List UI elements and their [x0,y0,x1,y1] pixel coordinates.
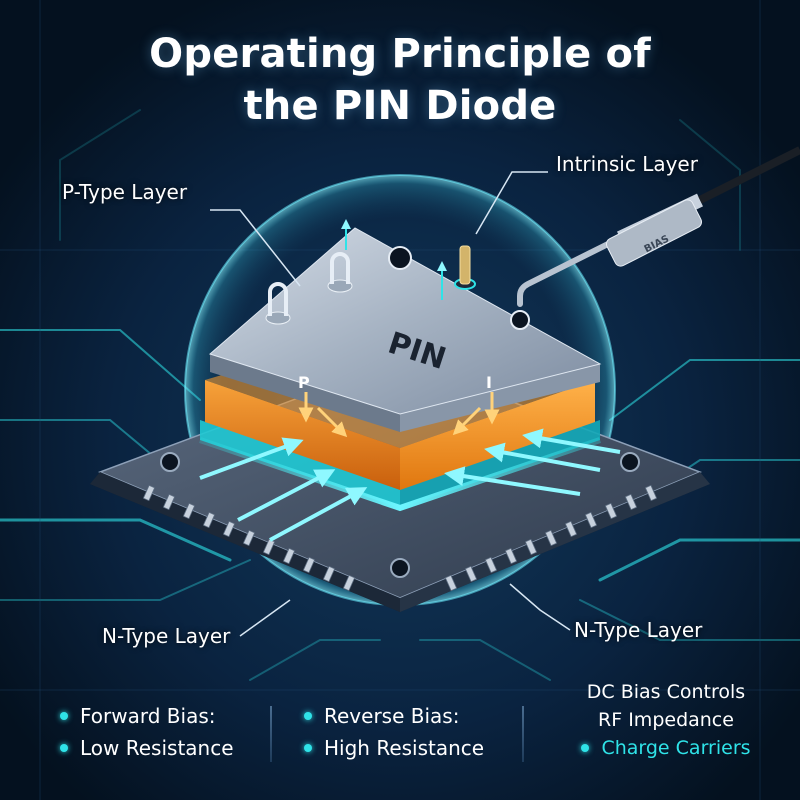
bullet-dot [304,744,312,752]
n-type-label-right: N-Type Layer [574,618,702,642]
mount-hole [389,247,411,269]
bullet-divider [522,706,524,762]
page-title: Operating Principle of the PIN Diode [0,28,800,132]
bullet-text: Forward Bias: [80,700,215,732]
title-line-1: Operating Principle of [0,28,800,80]
bullet-dot [581,744,589,752]
bullet-dot [304,712,312,720]
bullet-column-dc-bias: DC Bias Controls RF Impedance Charge Car… [548,678,784,762]
bullet-text: Charge Carriers [601,734,750,762]
layer-p-marking: P [298,373,310,392]
layer-i-marking: I [486,373,492,392]
bullet-text: Reverse Bias: [324,700,459,732]
p-type-label: P-Type Layer [62,180,187,204]
intrinsic-label: Intrinsic Layer [556,152,698,176]
bullet-dot [60,712,68,720]
mount-hole [391,559,409,577]
bullet-divider [270,706,272,762]
bullet-text: RF Impedance [548,706,784,734]
bullet-column-forward-bias: Forward Bias: Low Resistance [60,700,234,764]
bullet-text: DC Bias Controls [548,678,784,706]
title-line-2: the PIN Diode [0,80,800,132]
bullet-text: High Resistance [324,732,484,764]
mount-hole [621,453,639,471]
bullet-column-reverse-bias: Reverse Bias: High Resistance [304,700,484,764]
bullet-dot [60,744,68,752]
mount-hole [511,311,529,329]
mount-hole [161,453,179,471]
n-type-label-left: N-Type Layer [102,624,230,648]
bullet-text: Low Resistance [80,732,234,764]
